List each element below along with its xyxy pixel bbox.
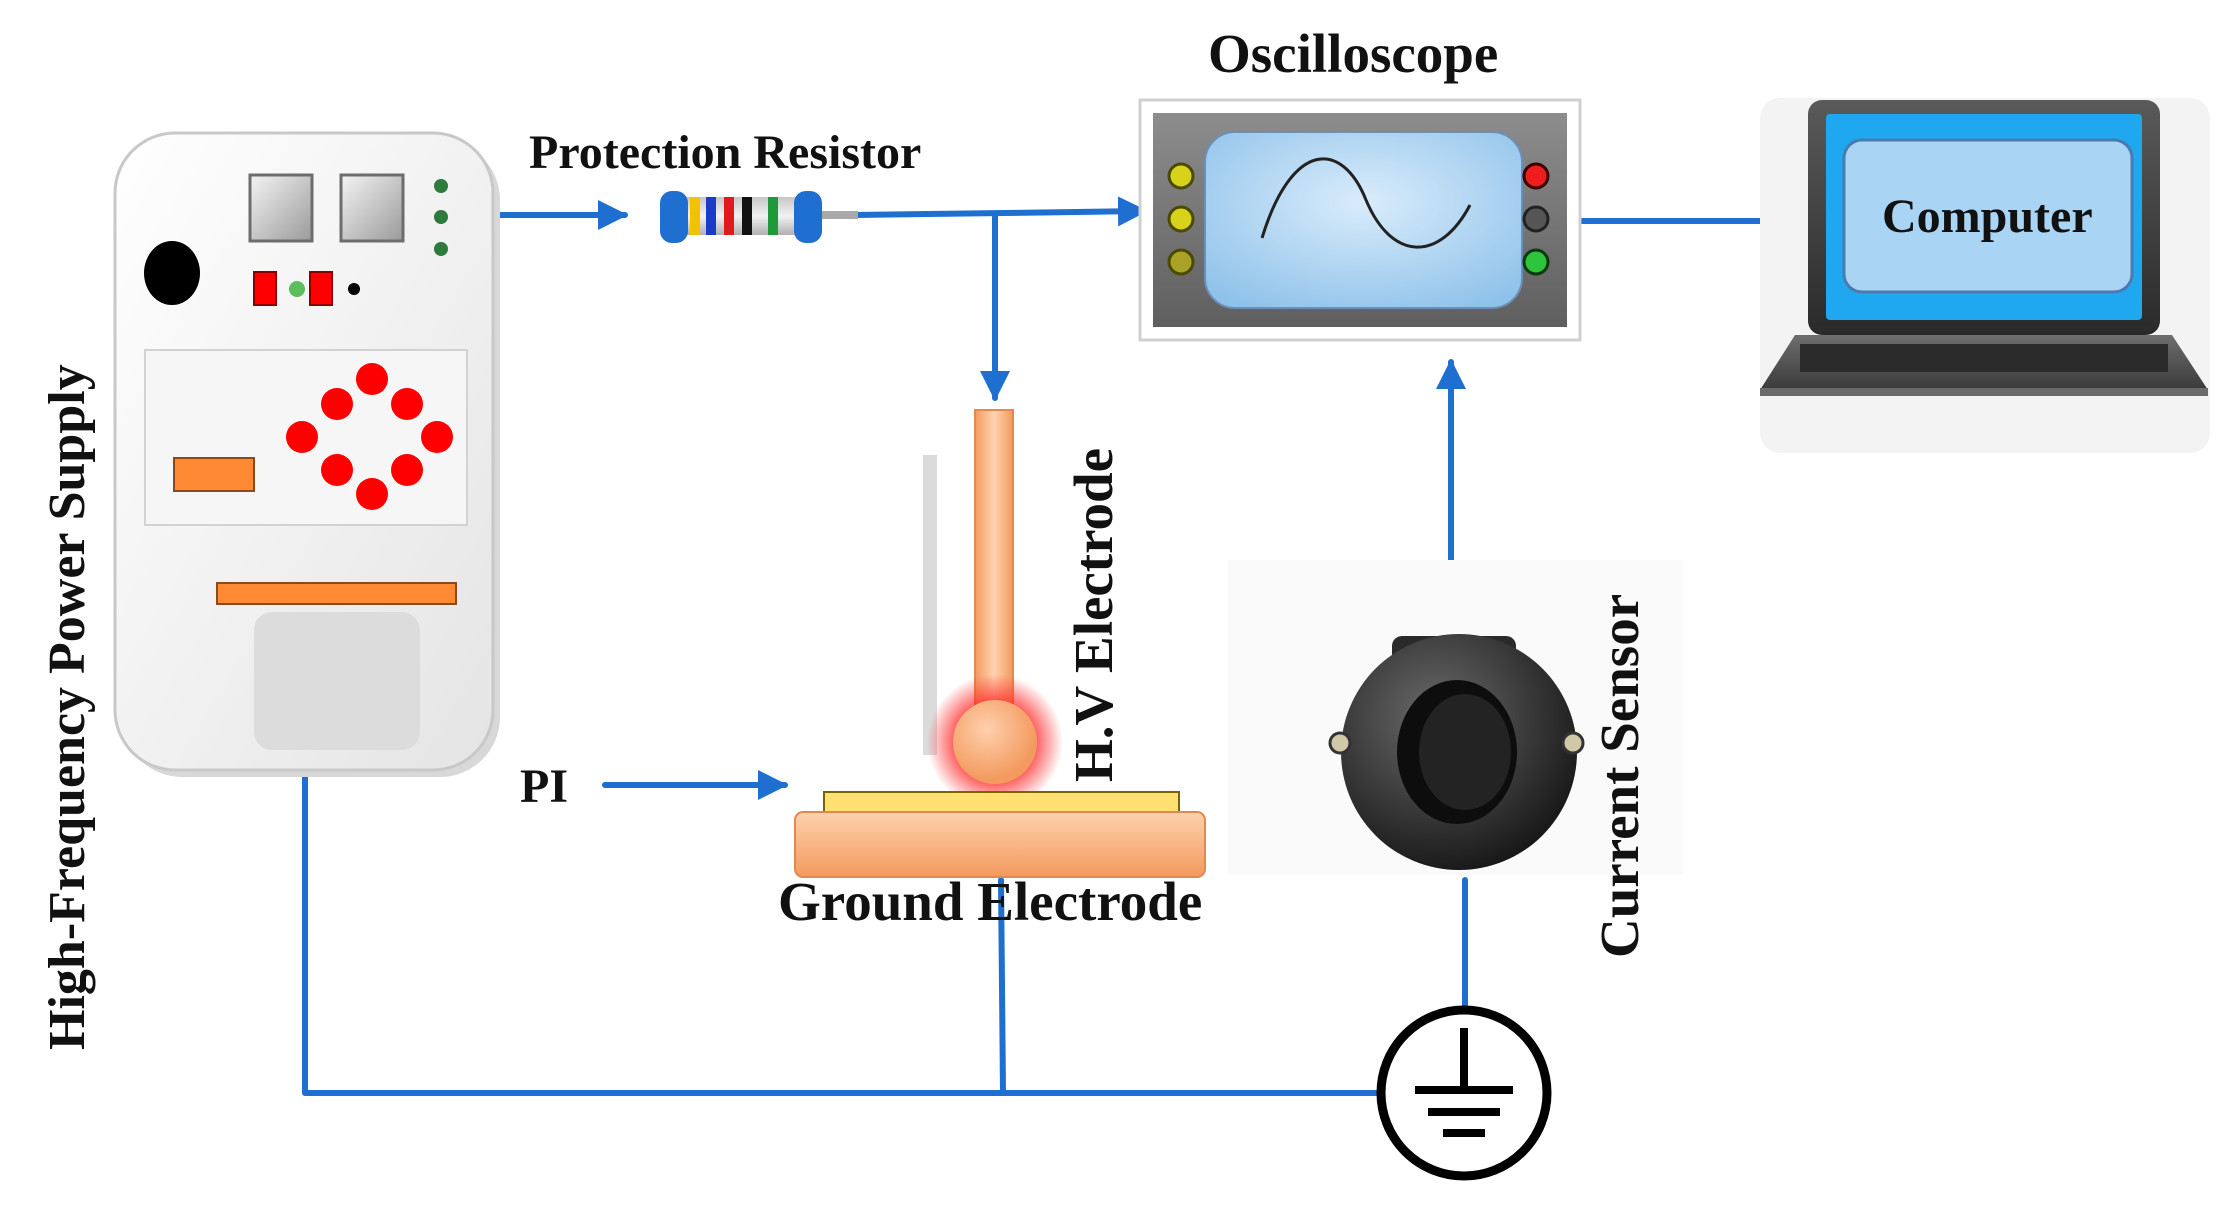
power-supply-label: High-Frequency Power Supply [39,364,96,1050]
resistor-cap-right [794,191,822,243]
electrode-assembly: H.V Electrode Ground Electrode PI [520,409,1206,932]
sensor-screw-right [1561,731,1585,755]
power-button-left [248,173,314,243]
scope-knob-yellow-2 [1167,205,1195,233]
red-dot-ring [286,363,453,510]
power-knob [144,241,200,305]
red-led-left [253,271,277,306]
orange-bar [216,582,457,605]
power-supply: High-Frequency Power Supply [39,131,500,1050]
scope-knob-yellow-1 [1167,162,1195,190]
sensor-screw-left [1328,731,1352,755]
resistor-band-blue [706,197,716,235]
hv-electrode-ball [953,700,1037,784]
indicator-dot-2 [434,210,448,224]
wire-to-oscilloscope [1002,196,1148,227]
laptop-keyboard [1800,344,2168,372]
scope-knob-green [1522,248,1550,276]
orange-display [173,457,255,492]
laptop-front-edge [1760,388,2208,396]
resistor-band-green [768,197,778,235]
wire-ground-return [302,767,1387,1096]
scope-knob-red [1522,162,1550,190]
pi-film [823,791,1180,813]
hv-electrode-label: H.V Electrode [1063,448,1124,782]
resistor-body [662,197,820,235]
scope-knob-gray [1522,205,1550,233]
computer: Computer [1760,98,2210,453]
sine-wave-icon [1260,157,1472,249]
sensor-bore-inner [1419,694,1511,810]
resistor-cap-left [660,191,688,243]
wire-resistor-out [852,210,1008,218]
ground-symbol-icon [1376,1005,1552,1181]
pi-label: PI [520,760,568,813]
resistor-band-yellow [690,197,700,235]
resistor-lead [820,211,858,219]
oscilloscope-label: Oscilloscope [1208,23,1498,84]
current-sensor-label: Current Sensor [1589,594,1650,958]
resistor-band-red [724,197,734,235]
ground-electrode-label: Ground Electrode [778,871,1202,932]
protection-resistor-label: Protection Resistor [529,126,921,179]
gray-pad [254,612,420,750]
oscilloscope-screen [1204,131,1523,309]
protection-resistor: Protection Resistor [529,126,921,243]
indicator-dot-1 [434,179,448,193]
ground-electrode-plate [794,811,1206,878]
red-led-right [309,271,333,306]
oscilloscope: Oscilloscope [1138,23,1582,342]
resistor-band-black [742,197,752,235]
current-sensor: Current Sensor [1228,560,1683,958]
wire-ground-electrode-drop [998,877,1006,1096]
scope-knob-yellow-3 [1167,248,1195,276]
indicator-dot-3 [434,242,448,256]
laptop-window [1842,138,2134,294]
computer-label: Computer [1882,190,2093,243]
power-button-right [339,173,405,243]
black-led [348,283,360,295]
hv-electrode-shadow [923,455,937,755]
green-led [289,281,305,297]
